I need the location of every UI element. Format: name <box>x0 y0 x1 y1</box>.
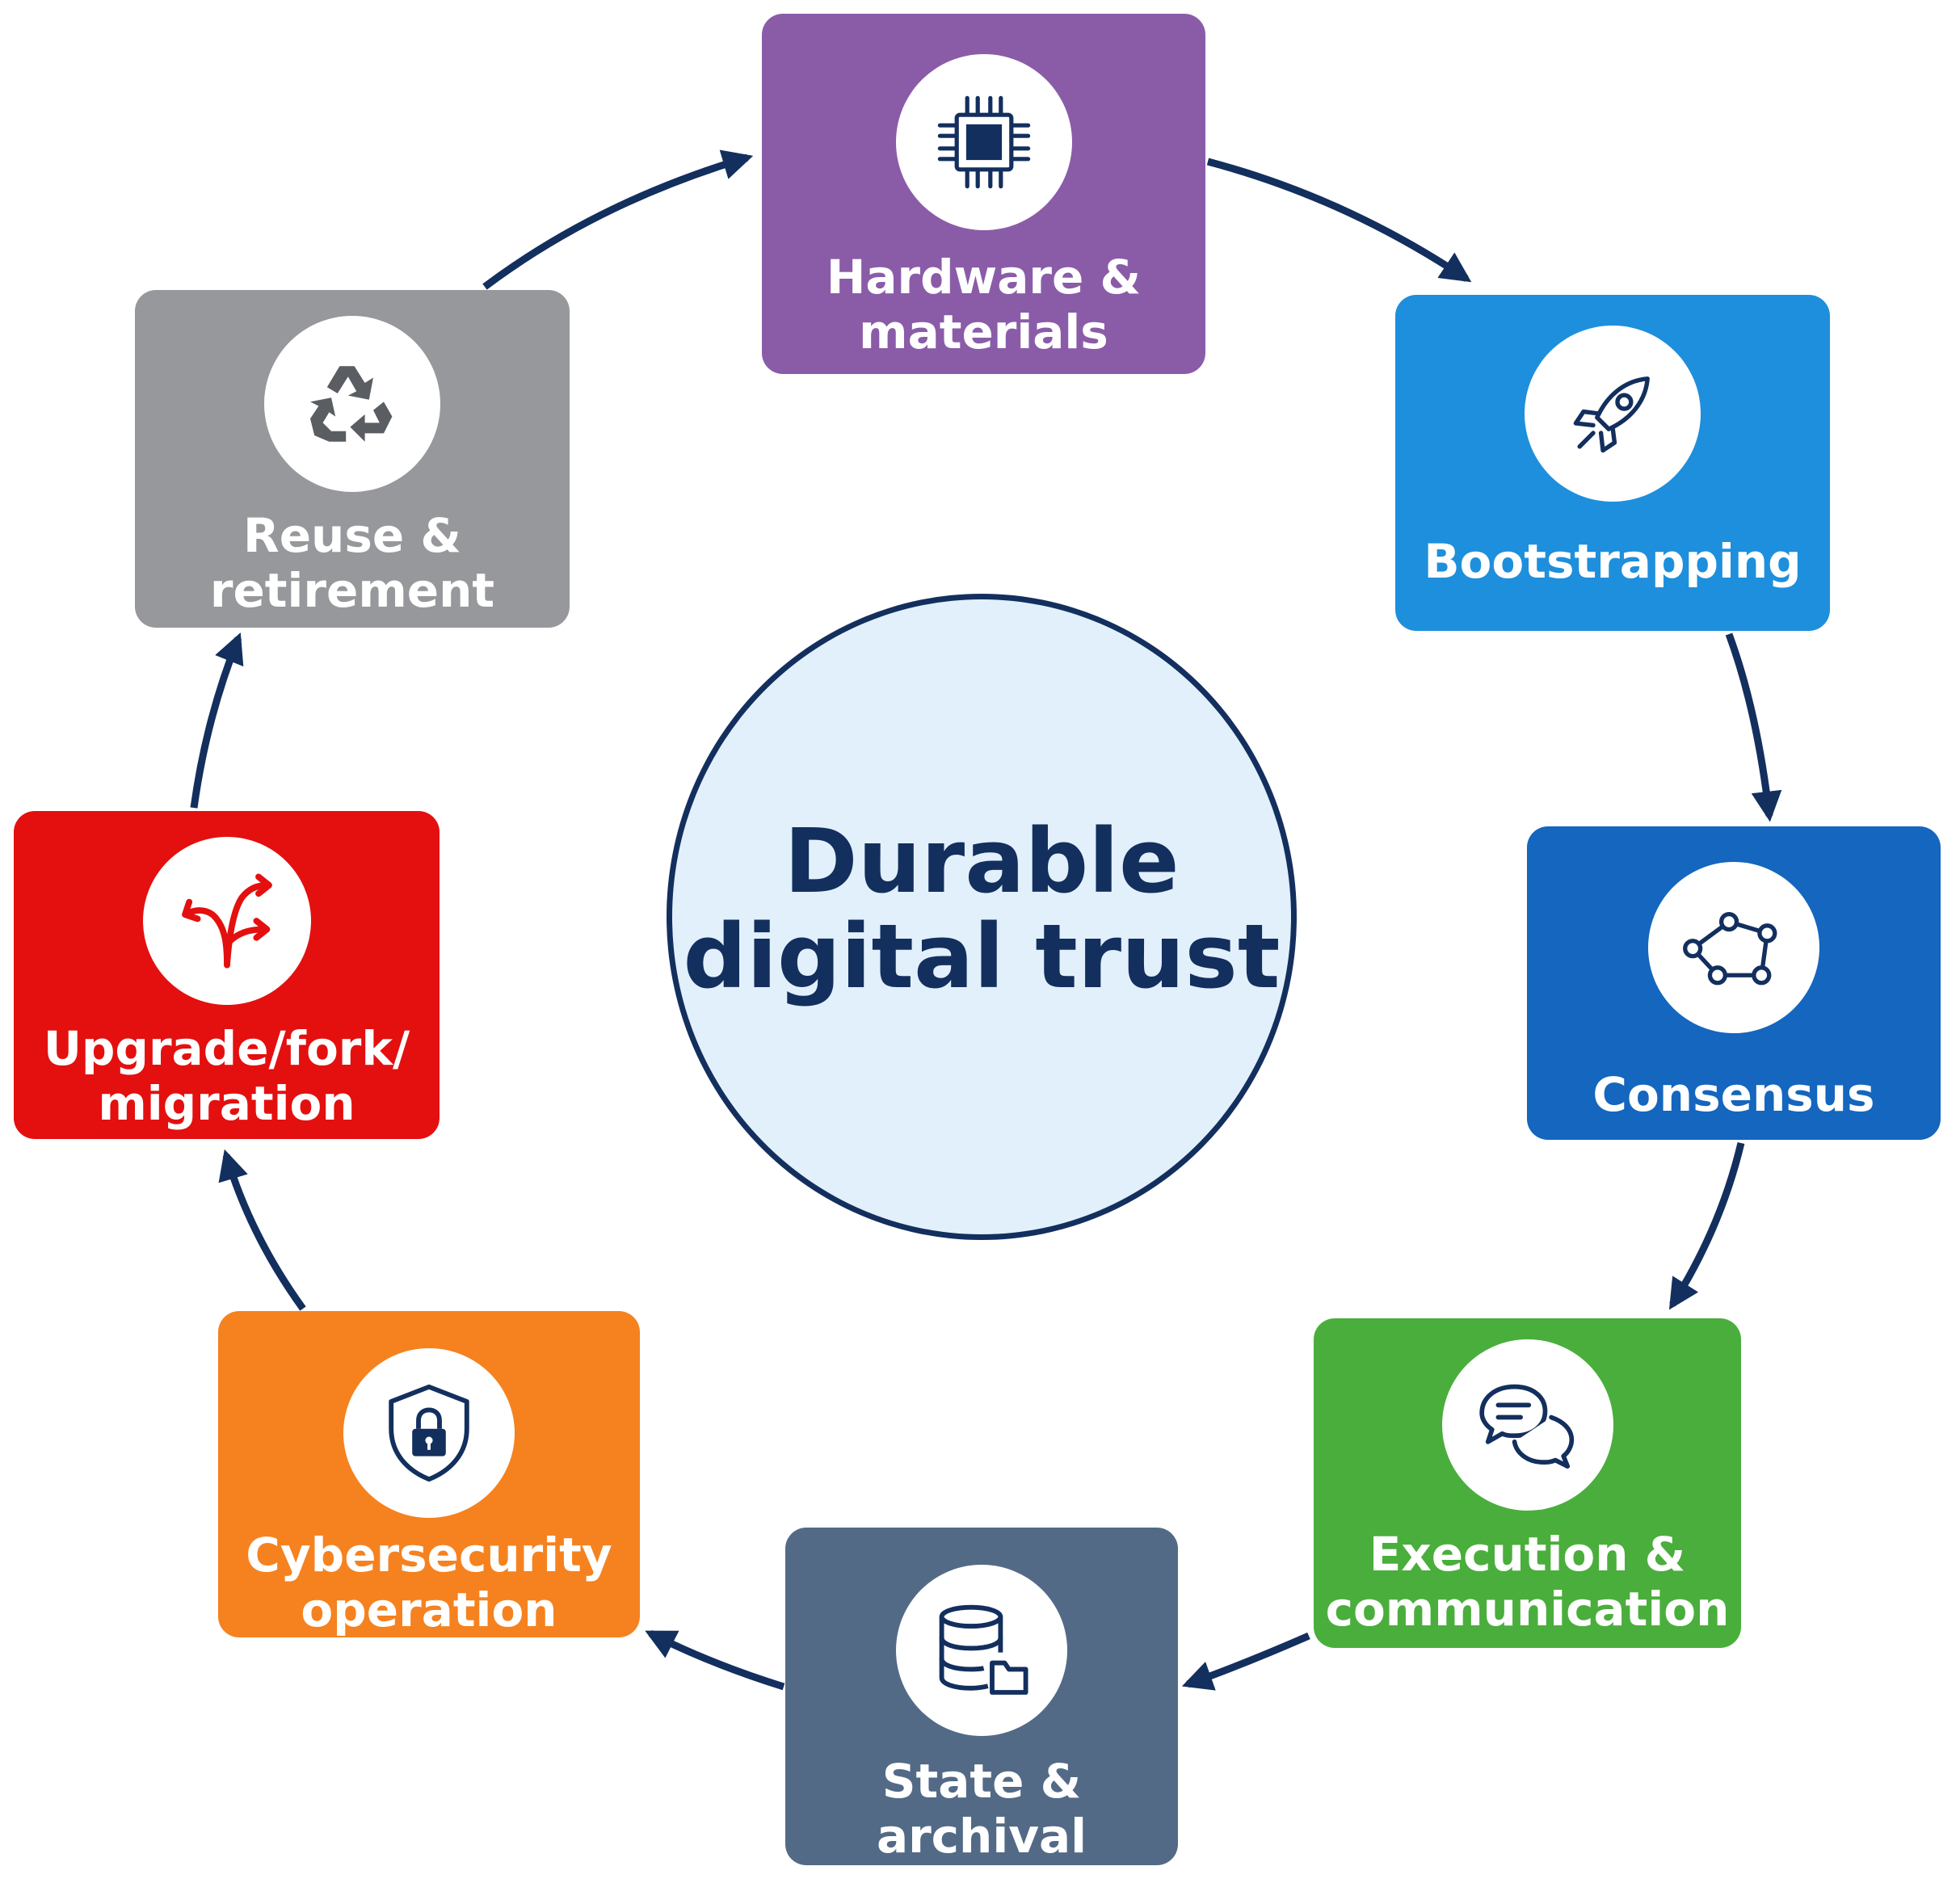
stage-bootstrapping: Bootstrapping <box>1395 295 1830 631</box>
stage-cybersecurity: Cybersecurity operation <box>218 1311 640 1637</box>
network-nodes-icon <box>1683 911 1777 986</box>
database-folder-icon <box>939 1604 1028 1695</box>
recycle-icon <box>310 366 393 442</box>
stage-execution: Execution & communication <box>1314 1318 1741 1648</box>
stage-consensus: Consensus <box>1527 826 1941 1140</box>
icon-disc <box>1525 326 1701 502</box>
icon-disc <box>264 316 440 492</box>
stage-label: Execution & communication <box>1325 1527 1730 1637</box>
arrow-hardware-to-bootstrapping <box>1206 158 1472 283</box>
arrow-bootstrapping-to-consensus <box>1725 633 1782 822</box>
chat-bubbles-icon <box>1478 1384 1574 1469</box>
fork-arrows-icon <box>181 873 272 969</box>
arrow-upgrade-to-reuse <box>190 632 244 809</box>
stage-label: Consensus <box>1592 1067 1875 1122</box>
stage-upgrade: Upgrade/fork/ migration <box>14 811 440 1139</box>
arrow-cybersecurity-to-upgrade <box>218 1149 306 1311</box>
stage-label: Upgrade/fork/ migration <box>43 1021 410 1131</box>
icon-disc <box>1648 862 1819 1033</box>
stage-label: Hardware & materials <box>826 250 1142 359</box>
center-hub: Durable digital trust <box>667 594 1297 1240</box>
icon-disc <box>1441 1339 1613 1511</box>
stage-reuse: Reuse & retirement <box>135 290 570 628</box>
icon-disc <box>142 837 311 1005</box>
arrow-reuse-to-hardware <box>482 149 754 290</box>
arrow-state-to-cybersecurity <box>645 1629 785 1691</box>
stage-label: State & archival <box>876 1754 1087 1864</box>
stage-label: Reuse & retirement <box>209 508 495 618</box>
shield-lock-icon <box>389 1384 469 1482</box>
icon-disc <box>343 1348 515 1518</box>
rocket-icon <box>1573 376 1650 453</box>
stage-label: Cybersecurity operation <box>246 1528 612 1637</box>
stage-label: Bootstrapping <box>1424 534 1802 589</box>
cpu-chip-icon <box>937 95 1030 189</box>
stage-hardware: Hardware & materials <box>762 14 1205 374</box>
stage-state: State & archival <box>785 1528 1178 1865</box>
center-title: Durable digital trust <box>683 809 1281 1008</box>
arrow-consensus-to-execution <box>1668 1141 1745 1310</box>
arrow-execution-to-state <box>1181 1632 1310 1691</box>
icon-disc <box>896 1565 1067 1736</box>
icon-disc <box>895 54 1072 230</box>
